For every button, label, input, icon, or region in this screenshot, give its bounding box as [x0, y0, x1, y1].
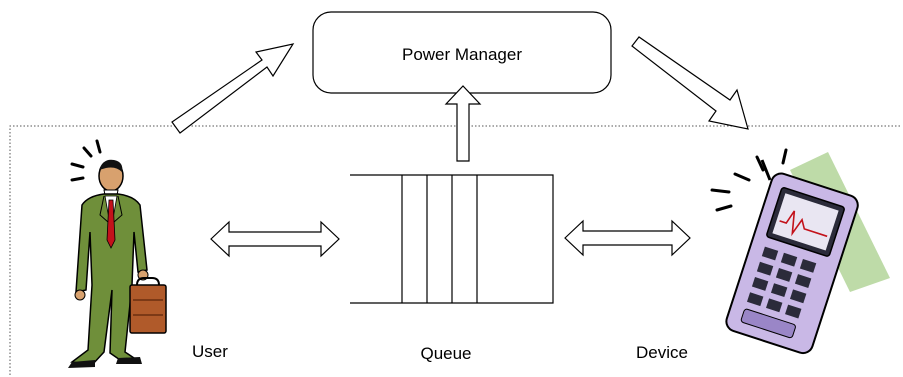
user-to-manager-arrow: [171, 43, 295, 134]
queue-label: Queue: [420, 344, 471, 363]
businessman-with-briefcase-icon: [68, 139, 167, 368]
manager-to-device-arrow: [631, 36, 749, 130]
queue-to-manager-arrow: [444, 85, 482, 162]
power-manager-label: Power Manager: [402, 45, 522, 64]
device-label: Device: [636, 343, 688, 362]
user-label: User: [192, 342, 228, 361]
system-boundary: [9, 125, 901, 375]
queue-node: Queue: [350, 174, 554, 363]
power-manager-node: Power Manager: [312, 11, 612, 94]
handheld-computer-icon: [710, 148, 890, 355]
user-queue-double-arrow: [210, 220, 340, 258]
queue-device-double-arrow: [564, 219, 691, 257]
